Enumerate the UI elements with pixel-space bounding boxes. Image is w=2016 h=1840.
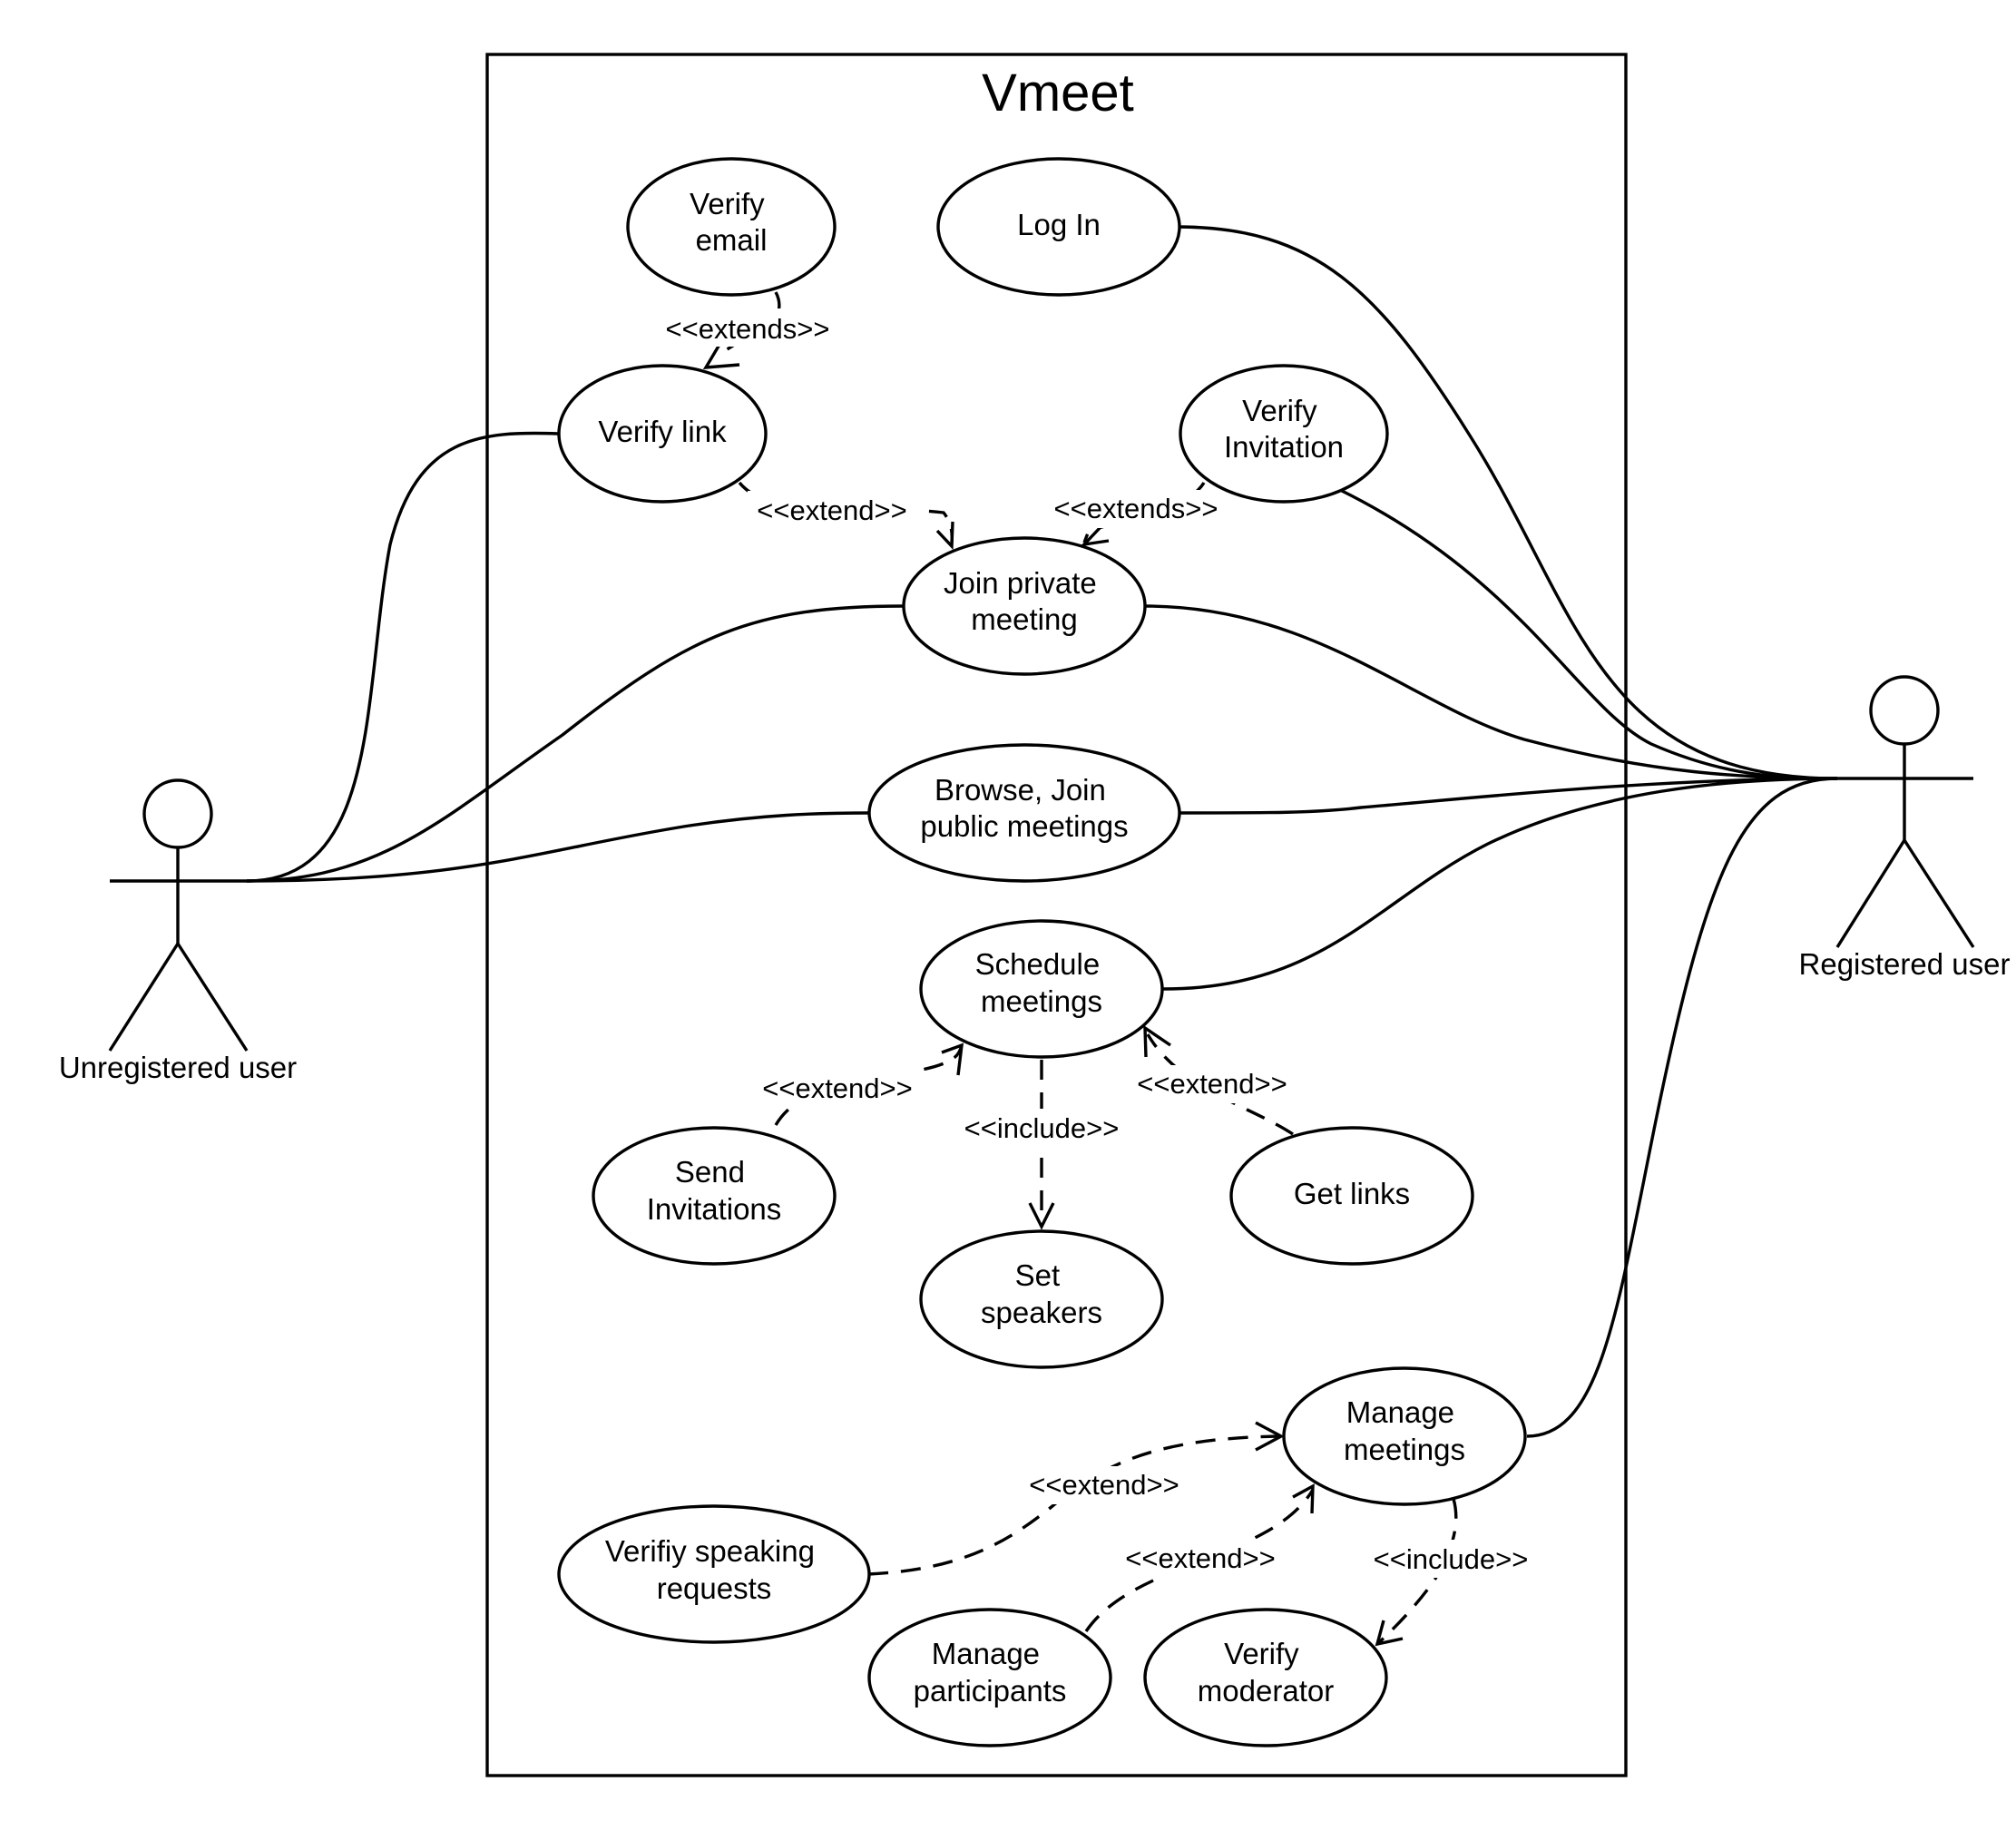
label-bg: [1364, 1540, 1538, 1578]
use-case-label: Manage meetings: [1344, 1395, 1465, 1466]
assoc-unregistered-verify-link: [246, 431, 559, 883]
system-boundary: [485, 53, 1628, 1777]
assoc-registered-browse: [1179, 777, 1838, 815]
use-case-verify-link[interactable]: Verify link: [557, 364, 768, 504]
use-case-label: Verify link: [598, 415, 727, 448]
label-bg: [954, 1109, 1129, 1147]
use-case-verify-speaking-requests[interactable]: Verifiy speaking requests: [557, 1504, 871, 1644]
use-case-send-invitations[interactable]: Send Invitations: [592, 1126, 837, 1266]
label-bg: [657, 308, 838, 347]
arrowhead: [1292, 1483, 1315, 1514]
assoc-registered-log-in: [1176, 225, 1838, 780]
label-bg: [753, 1069, 922, 1107]
arrowhead: [935, 521, 954, 551]
use-case-verify-invitation[interactable]: Verify Invitation: [1179, 364, 1389, 504]
label-bg: [748, 491, 916, 529]
use-case-verify-moderator[interactable]: Verify moderator: [1143, 1608, 1388, 1747]
use-case-label: Send Invitations: [647, 1155, 782, 1226]
use-case-label: Browse, Join public meetings: [920, 773, 1128, 843]
use-case-schedule-meetings[interactable]: Schedule meetings: [919, 919, 1164, 1059]
assoc-registered-schedule: [1162, 777, 1838, 991]
actor-label: Registered user: [1799, 947, 2011, 981]
edge-label-participants-manage: <<extend>>: [1125, 1542, 1276, 1574]
use-case-join-private-meeting[interactable]: Join private meeting: [902, 536, 1147, 676]
use-case-label: Get links: [1294, 1177, 1410, 1210]
use-case-label: Verifiy speaking requests: [605, 1534, 823, 1605]
edge-label-speaking-manage: <<extend>>: [1029, 1469, 1179, 1501]
use-case-log-in[interactable]: Log In: [936, 157, 1181, 297]
use-case-label: Join private meeting: [944, 566, 1105, 636]
edge-label-send-schedule: <<extend>>: [762, 1072, 913, 1104]
arrowhead: [1028, 1202, 1055, 1230]
actor-head: [1869, 675, 1940, 746]
use-case-manage-participants[interactable]: Manage participants: [867, 1608, 1112, 1747]
actor-head: [142, 778, 213, 849]
edge-label-email-link: <<extends>>: [666, 313, 830, 345]
edge-label-manage-moderator: <<include>>: [1374, 1543, 1529, 1575]
label-bg: [1116, 1539, 1285, 1577]
edge-label-links-schedule: <<extend>>: [1137, 1068, 1287, 1100]
actor-leg-right: [176, 943, 249, 1052]
use-case-browse-join-public[interactable]: Browse, Join public meetings: [867, 743, 1181, 883]
system-title: Vmeet: [982, 64, 1134, 122]
arrowhead: [941, 1042, 964, 1076]
use-case-label: Set speakers: [981, 1258, 1102, 1329]
use-case-set-speakers[interactable]: Set speakers: [919, 1229, 1164, 1369]
use-case-get-links[interactable]: Get links: [1229, 1126, 1474, 1266]
actor-registered-user[interactable]: Registered user: [1799, 675, 2011, 981]
label-bg: [1020, 1466, 1189, 1504]
use-case-label: Verify Invitation: [1224, 394, 1344, 464]
use-case-label: Schedule meetings: [975, 947, 1109, 1018]
use-case-label: Manage participants: [914, 1637, 1067, 1708]
assoc-registered-join-private: [1144, 604, 1838, 780]
use-case-verify-email[interactable]: Verify email: [626, 157, 837, 297]
actor-unregistered-user[interactable]: Unregistered user: [59, 778, 297, 1084]
use-case-label: Verify moderator: [1198, 1637, 1334, 1708]
assoc-unregistered-browse: [246, 811, 869, 883]
use-case-label: Log In: [1017, 208, 1101, 241]
edge-label-schedule-speakers: <<include>>: [964, 1112, 1120, 1144]
label-bg: [1044, 490, 1228, 528]
assoc-registered-verify-invitation: [1339, 488, 1838, 780]
label-bg: [1128, 1065, 1297, 1103]
use-case-label: Verify email: [690, 187, 773, 257]
edge-label-invitation-private: <<extends>>: [1054, 493, 1218, 524]
actor-label: Unregistered user: [59, 1051, 297, 1084]
dep-get-links-schedule: [1146, 1033, 1294, 1136]
use-case-manage-meetings[interactable]: Manage meetings: [1282, 1366, 1527, 1506]
actor-leg-left: [1835, 839, 1906, 948]
actor-leg-left: [108, 943, 180, 1052]
arrowhead: [1255, 1421, 1285, 1452]
dep-manage-verify-moderator: [1375, 1498, 1458, 1646]
dep-verify-speaking-manage: [867, 1434, 1282, 1576]
actor-leg-right: [1903, 839, 1975, 948]
arrowhead: [1375, 1620, 1404, 1647]
assoc-registered-manage-meetings: [1526, 777, 1838, 1438]
arrowhead: [1080, 525, 1110, 547]
arrowhead: [1143, 1024, 1171, 1058]
arrowhead: [702, 338, 740, 369]
edge-label-link-private: <<extend>>: [757, 494, 907, 526]
assoc-unregistered-join-private: [246, 604, 904, 883]
